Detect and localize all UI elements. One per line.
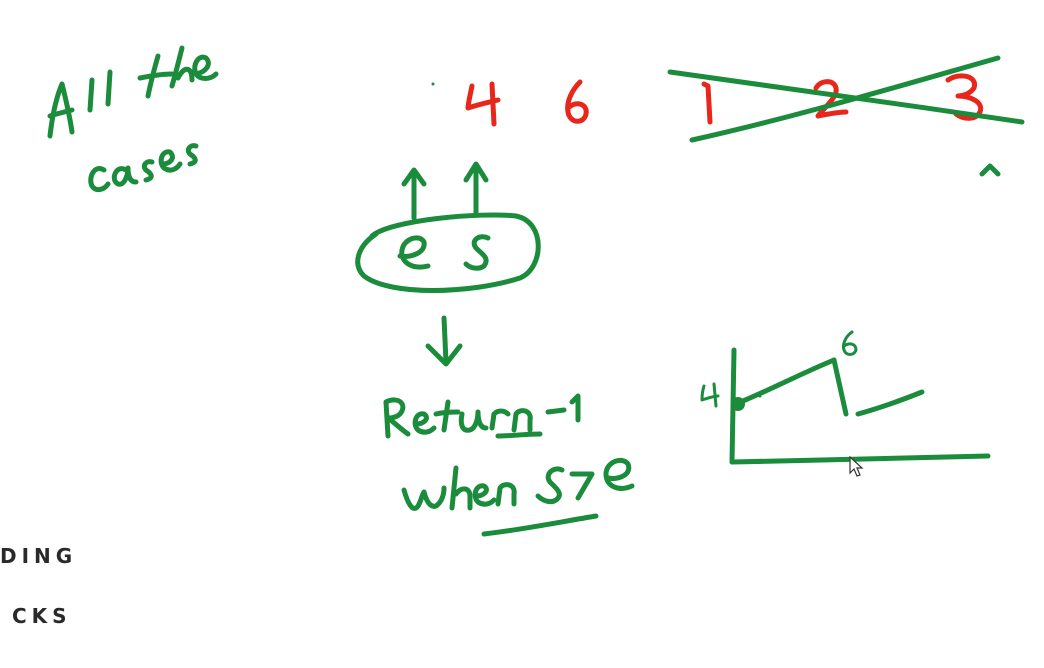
stroke-letter-l2 bbox=[105, 69, 113, 107]
stroke-digit-4 bbox=[465, 81, 501, 127]
watermark-logo: DING CKS bbox=[0, 506, 77, 666]
stroke-letter-e4 bbox=[472, 483, 497, 507]
stroke-letter-e2 bbox=[158, 149, 183, 173]
stroke-letter-n2 bbox=[495, 482, 517, 507]
cross-out-line-2 bbox=[689, 55, 1001, 143]
stroke-digit-minus-1 bbox=[569, 393, 581, 423]
underline-when bbox=[481, 513, 599, 537]
stroke-minus bbox=[545, 407, 567, 415]
heading-all-the bbox=[47, 45, 219, 139]
stroke-letter-r bbox=[489, 408, 511, 431]
stroke-letter-h bbox=[169, 45, 195, 89]
stroke-letter-c bbox=[88, 166, 111, 193]
heading-cases bbox=[88, 143, 199, 193]
up-arrow-left bbox=[401, 167, 427, 221]
stroke-letter-w bbox=[401, 485, 447, 511]
stroke-letter-u bbox=[458, 409, 489, 433]
watermark-line-1: DING bbox=[0, 544, 78, 568]
stroke-letter-e3 bbox=[412, 411, 437, 435]
graph-rising-segment bbox=[733, 357, 837, 407]
stroke-digit-6 bbox=[565, 79, 589, 124]
stroke-digit-2 bbox=[813, 79, 849, 119]
graph-label-6 bbox=[842, 330, 858, 356]
graph-start-point bbox=[731, 397, 745, 411]
graph-dot bbox=[758, 394, 762, 398]
stroke-letter-s3 bbox=[535, 466, 565, 505]
stroke-letter-n bbox=[511, 408, 533, 433]
stroke-letter-pointer-e bbox=[397, 235, 431, 270]
graph-x-axis bbox=[729, 453, 991, 465]
stroke-letter-e bbox=[192, 54, 219, 81]
stroke-letter-l1 bbox=[87, 77, 95, 113]
stroke-letter-e5 bbox=[603, 457, 635, 491]
stroke-letter-t2 bbox=[433, 399, 461, 433]
down-arrow bbox=[425, 315, 463, 367]
underline-return bbox=[495, 431, 543, 439]
graph-label-4 bbox=[700, 382, 720, 408]
return-text-strokes bbox=[383, 393, 581, 439]
stroke-letter-R bbox=[383, 397, 411, 439]
whiteboard-drawing bbox=[47, 45, 1025, 537]
stroke-letter-a bbox=[111, 165, 139, 187]
caret-mark bbox=[979, 163, 1001, 177]
rotation-graph bbox=[700, 330, 991, 465]
whiteboard-canvas: DING CKS bbox=[0, 45, 1025, 626]
graph-drop-segment bbox=[831, 357, 849, 417]
up-arrow-right bbox=[463, 161, 489, 217]
stroke-letter-s1 bbox=[141, 159, 155, 183]
stroke-letter-pointer-s bbox=[463, 234, 491, 271]
cross-out-line-1 bbox=[667, 69, 1025, 125]
stroke-letter-t bbox=[137, 53, 175, 99]
stroke-letter-A bbox=[47, 81, 75, 139]
when-text-strokes bbox=[401, 457, 635, 537]
stroke-letter-h2 bbox=[449, 465, 473, 511]
watermark-line-2: CKS bbox=[12, 604, 72, 628]
stroke-greater-than bbox=[569, 471, 595, 501]
stray-dot bbox=[431, 82, 435, 86]
stroke-letter-s2 bbox=[185, 143, 199, 167]
stroke-digit-1 bbox=[701, 81, 713, 125]
mouse-pointer-icon bbox=[849, 455, 865, 483]
graph-second-segment bbox=[855, 389, 925, 417]
pointer-ellipse bbox=[355, 212, 541, 293]
